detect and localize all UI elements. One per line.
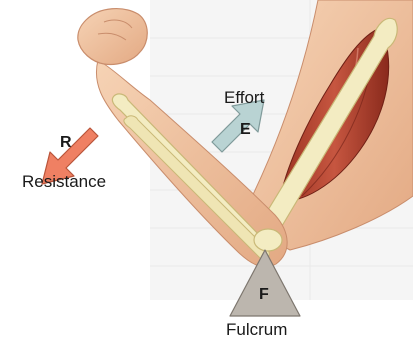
resistance-mark: R: [60, 134, 72, 152]
resistance-label: Resistance: [22, 172, 106, 192]
fist: [78, 9, 147, 65]
effort-mark: E: [240, 121, 251, 139]
effort-label: Effort: [224, 88, 264, 108]
fulcrum-label: Fulcrum: [226, 320, 287, 340]
elbow-joint: [254, 229, 282, 251]
fulcrum-mark: F: [259, 286, 269, 304]
